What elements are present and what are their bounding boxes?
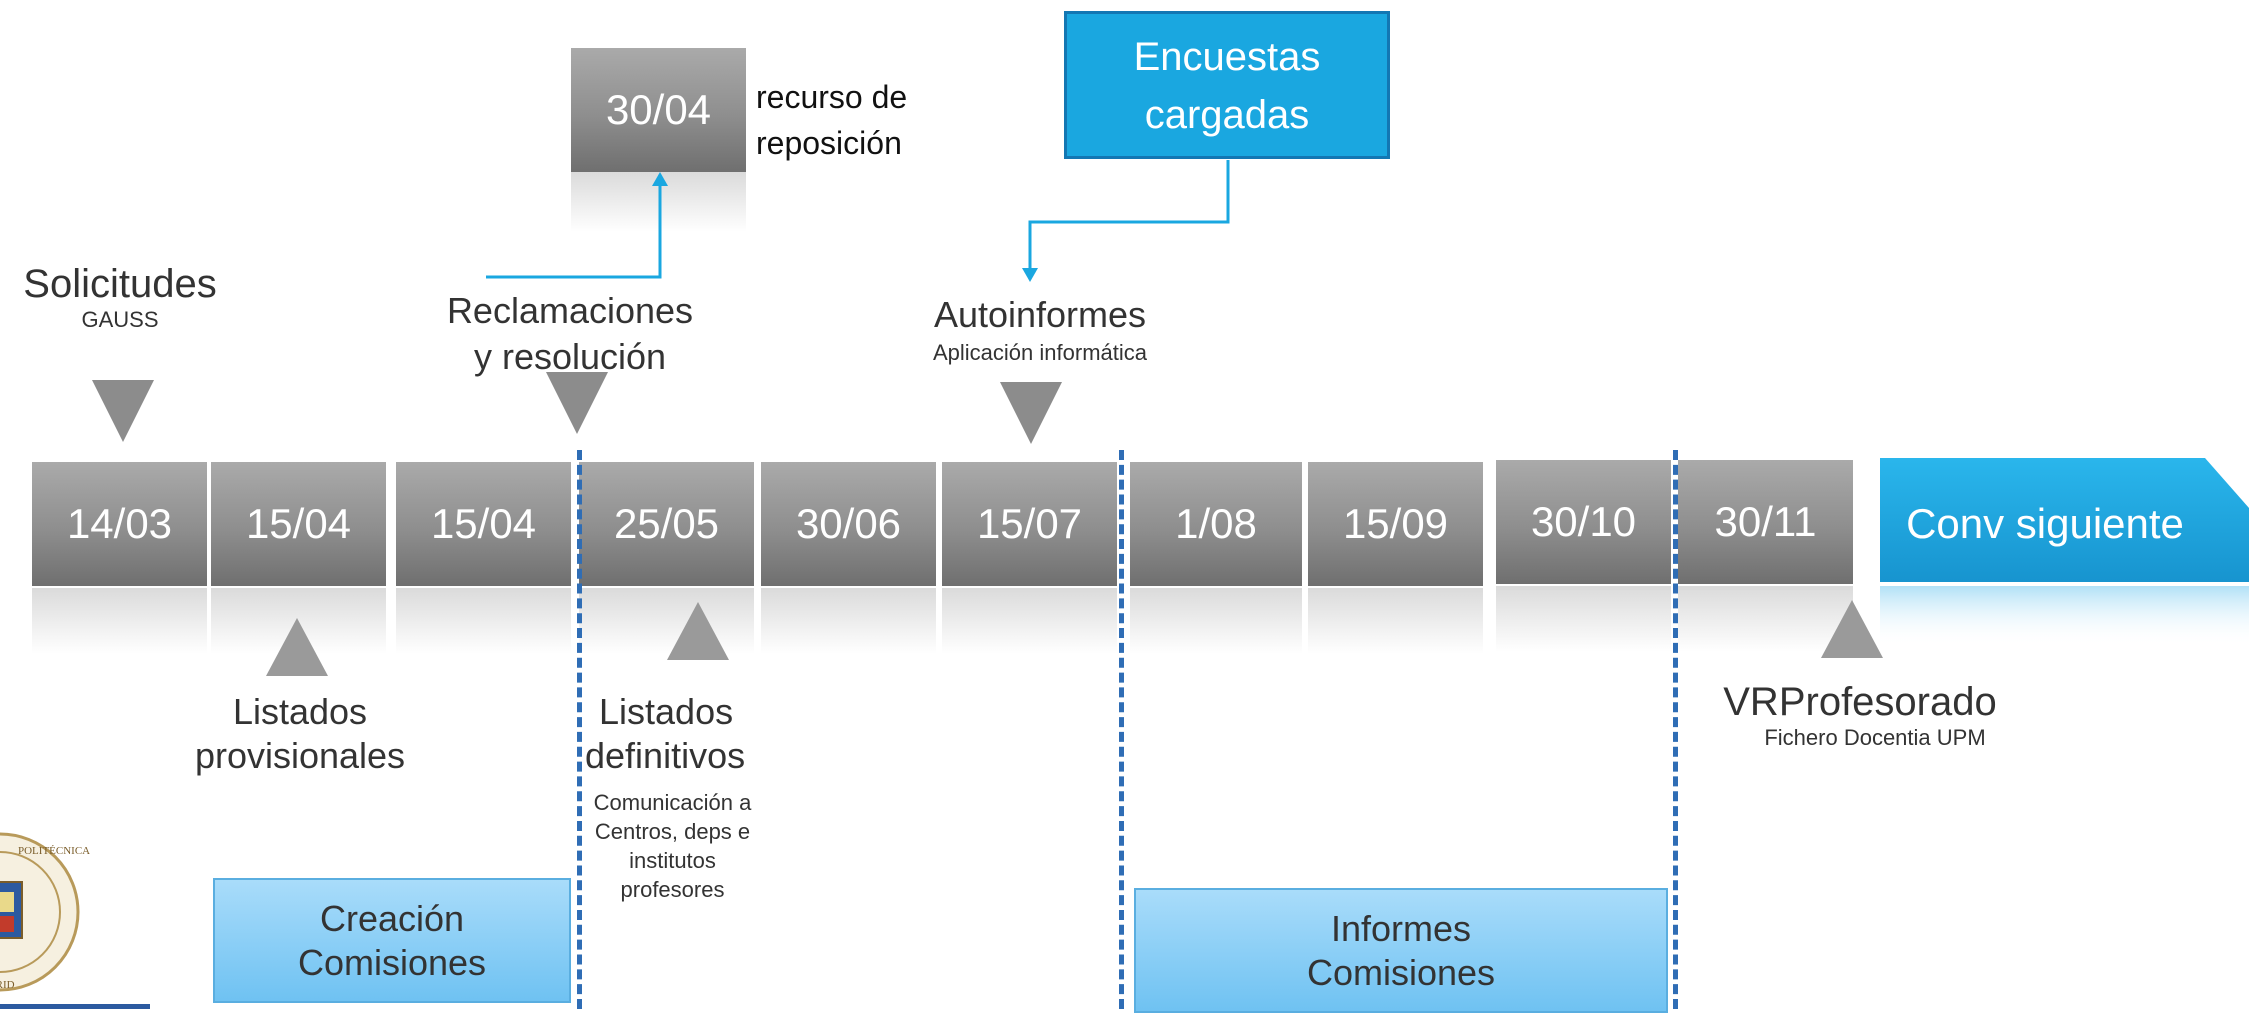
appeal-date-box: 30/04: [571, 48, 746, 172]
event-title-line2: definitivos: [585, 735, 746, 776]
surveys-box: Encuestas cargadas: [1064, 11, 1390, 159]
date-box: 30/06: [761, 462, 936, 586]
surveys-line2: cargadas: [1144, 93, 1310, 137]
event-claims: Reclamaciones y resolución: [420, 288, 720, 380]
event-subtitle: Fichero Docentia UPM: [1764, 725, 1986, 750]
marker-up: [1821, 600, 1883, 658]
phase-line2: Comisiones: [1306, 951, 1496, 993]
event-title-line2: y resolución: [473, 336, 667, 377]
note-line: Centros, deps e: [594, 819, 751, 844]
event-requests: Solicitudes GAUSS: [0, 262, 240, 333]
event-title: VRProfesorado: [1723, 680, 1997, 724]
date-box: 1/08: [1130, 462, 1302, 586]
svg-text:POLITÉCNICA: POLITÉCNICA: [18, 845, 90, 857]
university-seal-logo: POLITÉCNICA MADRID: [0, 832, 90, 992]
event-title: Autoinformes: [933, 294, 1147, 335]
marker-up: [667, 602, 729, 660]
event-subtitle: GAUSS: [81, 307, 159, 332]
event-self-reports: Autoinformes Aplicación informática: [890, 294, 1190, 366]
note-line: Comunicación a: [593, 790, 752, 815]
final-lists-note: Comunicación a Centros, deps e instituto…: [580, 788, 765, 904]
phase-line1: Creación: [319, 897, 465, 939]
event-title-line1: Reclamaciones: [446, 290, 694, 331]
phase-line1: Informes: [1330, 907, 1472, 949]
event-title-line1: Listados: [232, 691, 368, 732]
appeal-label: recurso de reposición: [756, 74, 907, 166]
next-call-arrow: [1880, 458, 2249, 646]
date-box: 30/10: [1496, 460, 1671, 584]
phase-box-creation: Creación Comisiones: [213, 878, 571, 1003]
date-box: 15/09: [1308, 462, 1483, 586]
event-final-lists: Listados definitivos: [585, 690, 785, 778]
event-title-line1: Listados: [599, 691, 734, 732]
arrow-down-head: [1022, 268, 1038, 282]
phase-divider: [1119, 450, 1124, 1009]
event-title: Solicitudes: [23, 262, 217, 306]
date-box: 30/11: [1678, 460, 1853, 584]
phase-divider: [577, 450, 582, 1009]
phase-divider: [1673, 450, 1678, 1009]
date-box: 15/04: [396, 462, 571, 586]
marker-down: [92, 380, 154, 442]
date-box: 15/04: [211, 462, 386, 586]
date-box: 15/07: [942, 462, 1117, 586]
marker-down: [546, 372, 608, 434]
event-vice-rector: VRProfesorado Fichero Docentia UPM: [1700, 680, 2020, 751]
phase-line2: Comisiones: [297, 941, 487, 983]
event-title-line2: provisionales: [194, 735, 406, 776]
next-call-label: Conv siguiente: [1906, 500, 2184, 547]
note-line: profesores: [620, 877, 725, 902]
note-line: institutos: [629, 848, 716, 873]
arrow-up-head: [652, 172, 668, 186]
surveys-line1: Encuestas: [1133, 35, 1321, 79]
marker-up: [266, 618, 328, 676]
event-subtitle: Aplicación informática: [933, 340, 1147, 365]
date-box: 14/03: [32, 462, 207, 586]
appeal-label-line2: reposición: [756, 125, 902, 161]
svg-text:MADRID: MADRID: [0, 979, 15, 991]
marker-down: [1000, 382, 1062, 444]
event-provisional-lists: Listados provisionales: [160, 690, 440, 778]
logo-underline: [0, 1004, 150, 1009]
date-box: 25/05: [579, 462, 754, 586]
appeal-label-line1: recurso de: [756, 79, 908, 115]
phase-box-reports: Informes Comisiones: [1134, 888, 1668, 1013]
